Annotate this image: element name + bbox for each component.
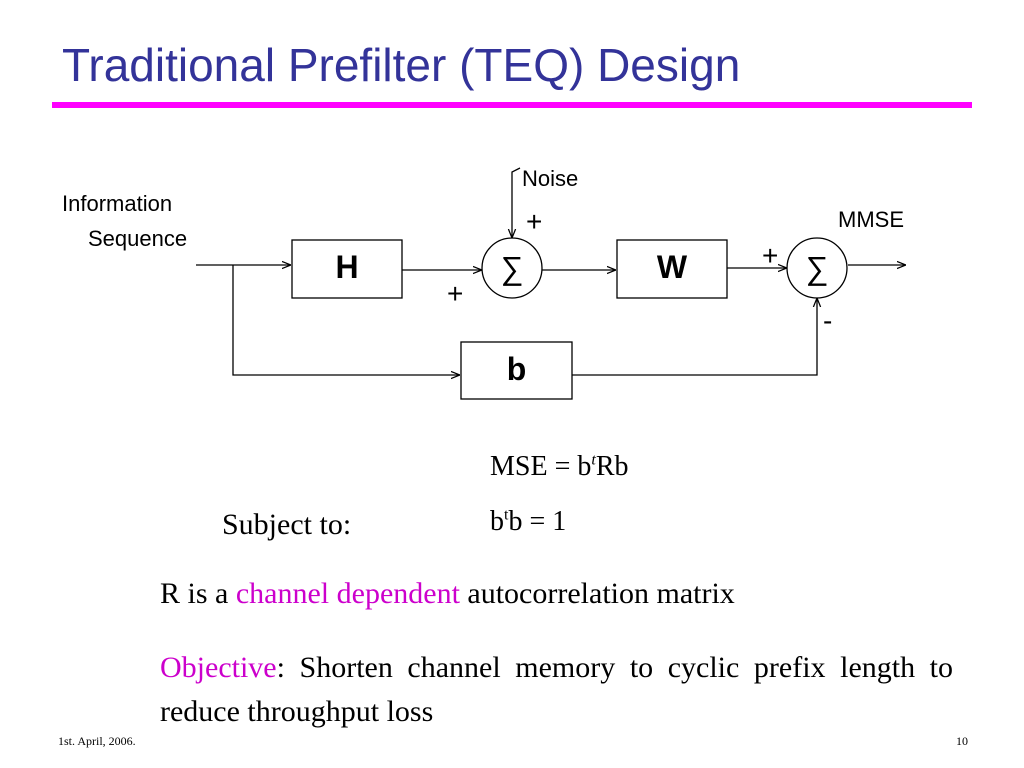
block-h	[291, 239, 403, 299]
block-diagram	[196, 167, 906, 400]
objective-label: Objective	[160, 651, 277, 684]
constraint-value: 1	[552, 506, 567, 537]
constraint-equation: btb = 1	[490, 506, 566, 538]
input-label-line2: Sequence	[88, 226, 188, 251]
page-number: 10	[956, 734, 968, 748]
mse-transpose: t	[591, 451, 596, 469]
noise-label: Noise	[522, 166, 579, 191]
input-label-line1: Information	[62, 191, 173, 216]
block-w	[616, 239, 728, 299]
noise-line	[512, 167, 521, 238]
channel-dependent-highlight: channel dependent	[235, 577, 460, 610]
mse-b: b	[577, 451, 592, 482]
summer-1	[481, 237, 543, 299]
block-b-label: b	[506, 351, 527, 387]
r-intro: R is a	[160, 577, 229, 610]
block-h-label: H	[335, 249, 359, 285]
objective-paragraph: Objective: Shorten channel memory to cyc…	[160, 646, 953, 734]
mse-equals: =	[554, 451, 571, 482]
summer-1-symbol: ∑	[500, 250, 524, 286]
block-w-label: W	[656, 249, 688, 285]
output-label: MMSE	[838, 207, 904, 232]
mse-equation: MSE = btRb	[490, 451, 629, 483]
h-plus-sign: +	[447, 278, 464, 309]
constraint-b: b	[490, 506, 504, 537]
b-to-sum-line	[572, 298, 817, 376]
block-b	[460, 341, 573, 400]
objective-text: : Shorten channel memory to cyclic prefi…	[160, 651, 953, 728]
constraint-equals: =	[529, 506, 546, 537]
subject-to-label: Subject to:	[222, 508, 352, 541]
summer-2-symbol: ∑	[805, 250, 829, 286]
footer-date: 1st. April, 2006.	[58, 734, 136, 748]
slide-title: Traditional Prefilter (TEQ) Design	[62, 39, 741, 91]
body-line-r: R is a channel dependent autocorrelation…	[160, 577, 735, 611]
b-minus-sign: -	[823, 305, 833, 336]
mse-tail: Rb	[595, 451, 629, 482]
constraint-transpose: t	[504, 506, 509, 524]
title-underline	[52, 102, 972, 108]
r-description: autocorrelation matrix	[467, 577, 735, 610]
summer-2	[786, 237, 848, 299]
mse-lhs: MSE	[490, 451, 548, 482]
constraint-tail: b	[508, 506, 523, 537]
w-plus-sign: +	[762, 240, 779, 271]
feedforward-line	[232, 265, 460, 375]
noise-plus-sign: +	[526, 206, 543, 237]
